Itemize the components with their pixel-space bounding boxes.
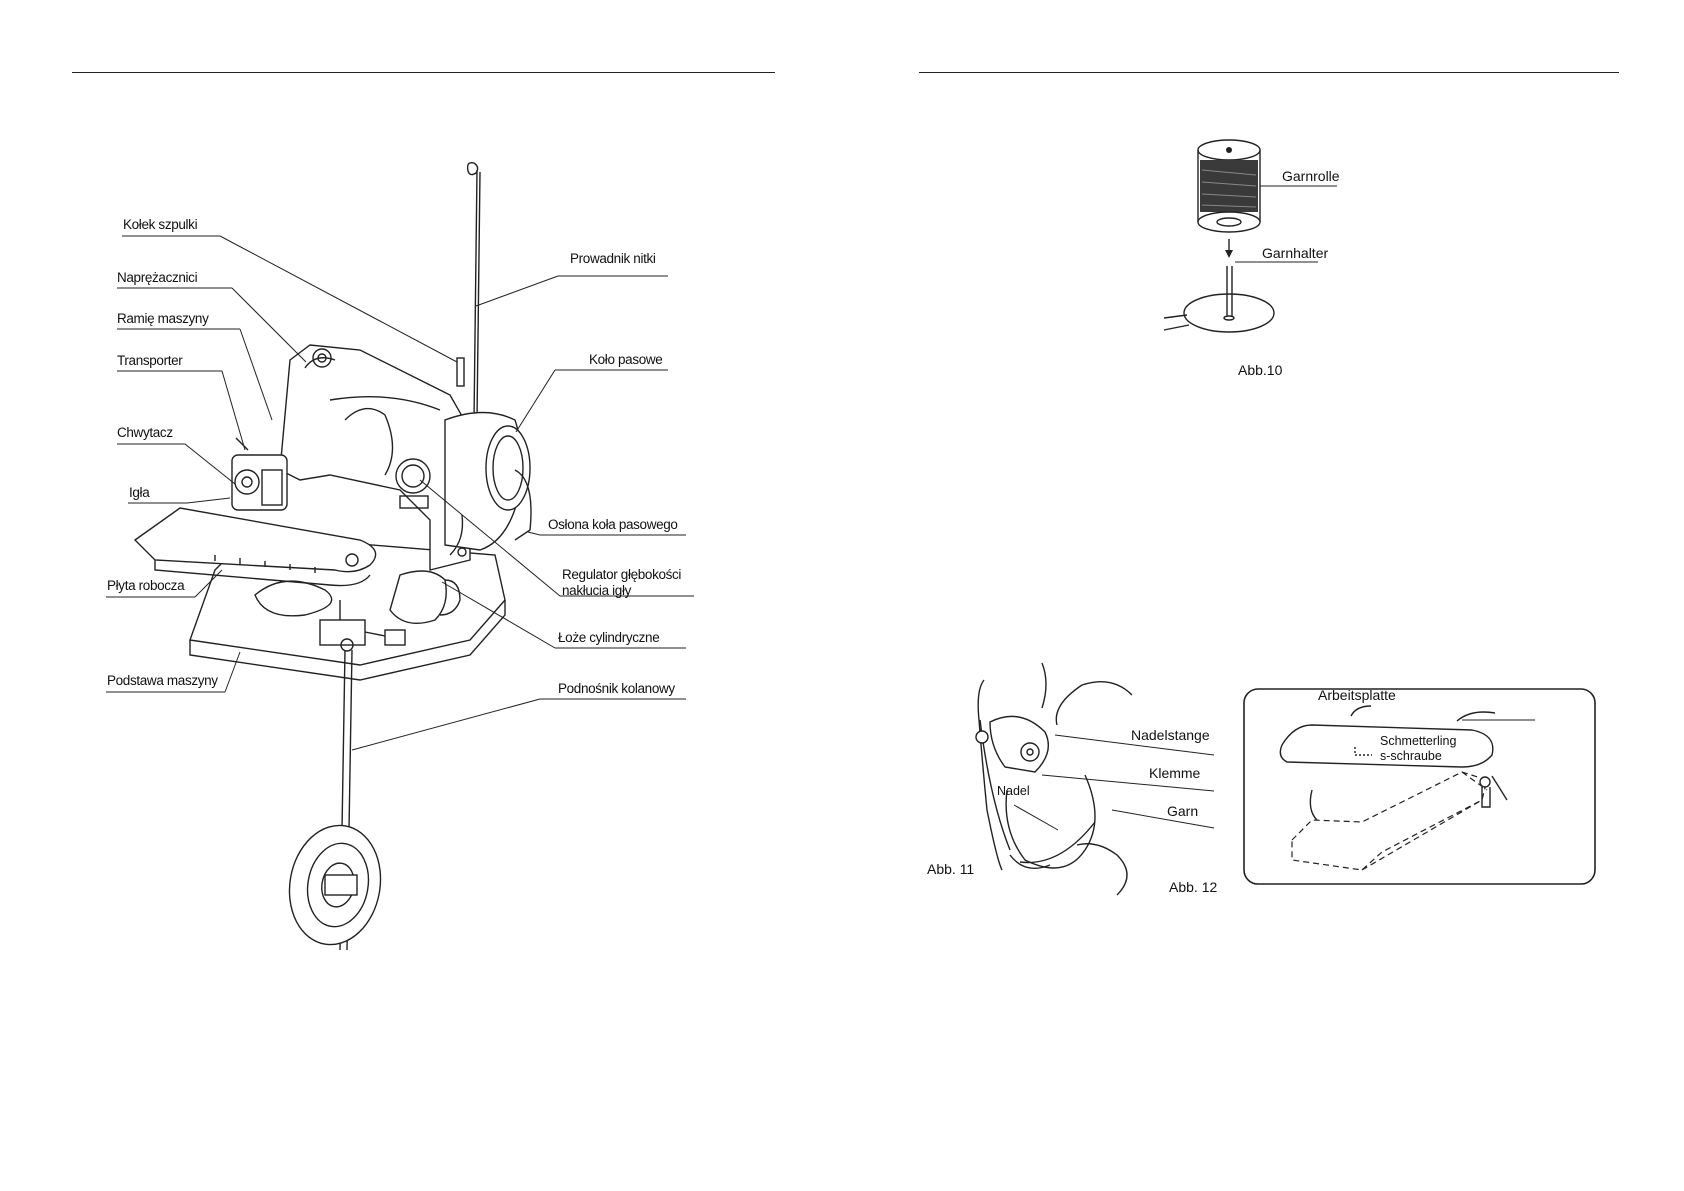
label-machine-base: Podstawa maszyny	[107, 673, 218, 688]
fig10-caption: Abb.10	[1238, 362, 1283, 378]
label-thread-tension: Naprężacznici	[117, 270, 198, 285]
label-knee-lifter: Podnośnik kolanowy	[558, 681, 675, 696]
label-work-plate-de: Arbeitsplatte	[1318, 687, 1396, 703]
label-belt-wheel-cover: Osłona koła pasowego	[548, 517, 678, 532]
left-page: Kołek szpulki Naprężacznici Ramię maszyn…	[72, 72, 775, 951]
fig10-leaders	[1235, 185, 1337, 263]
sewing-machine-diagram	[106, 161, 694, 951]
label-clamp: Klemme	[1149, 765, 1201, 781]
leader-lines	[106, 235, 694, 751]
label-cylinder-bed: Łoże cylindryczne	[558, 630, 660, 645]
label-transporter: Transporter	[117, 353, 183, 368]
label-work-plate: Płyta robocza	[107, 578, 185, 593]
fig10-spool	[1197, 139, 1261, 233]
right-page: Garnrolle Garnhalter Abb.10 Nadelstange …	[842, 0, 1684, 1191]
label-wing-screw-line2: s-schraube	[1380, 749, 1442, 763]
header-rule-right	[919, 72, 1619, 73]
knee-lifter-pad	[288, 824, 382, 946]
label-thread-guide: Prowadnik nitki	[570, 251, 656, 266]
fig12-caption: Abb. 12	[1169, 879, 1218, 895]
header-rule-left	[72, 72, 775, 73]
thread-guide-pole	[466, 161, 481, 421]
fig10-holder	[1163, 266, 1275, 333]
label-needle-bar: Nadelstange	[1131, 727, 1210, 743]
fig10-arrow	[1225, 239, 1233, 258]
label-spool-pin: Kołek szpulki	[123, 217, 198, 232]
right-page-figures	[975, 139, 1596, 896]
work-plate-ticks	[214, 555, 316, 573]
label-thread: Garn	[1167, 803, 1199, 819]
label-depth-regulator-line1: Regulator głębokości	[562, 567, 682, 582]
label-belt-wheel: Koło pasowe	[589, 352, 663, 367]
label-spool-holder: Garnhalter	[1262, 245, 1329, 261]
label-depth-regulator-line2: nakłucia igły	[562, 583, 631, 598]
label-looper: Chwytacz	[117, 425, 173, 440]
fig11-drawing	[975, 662, 1133, 896]
label-needle-de: Nadel	[997, 784, 1030, 798]
label-machine-arm: Ramię maszyny	[117, 311, 209, 326]
fig12-box	[1243, 688, 1596, 885]
label-wing-screw-line1: Schmetterling	[1380, 734, 1457, 748]
label-spool: Garnrolle	[1282, 168, 1340, 184]
fig11-caption: Abb. 11	[927, 861, 975, 877]
fig11-leaders	[1013, 734, 1215, 831]
label-needle: Igła	[129, 485, 150, 500]
